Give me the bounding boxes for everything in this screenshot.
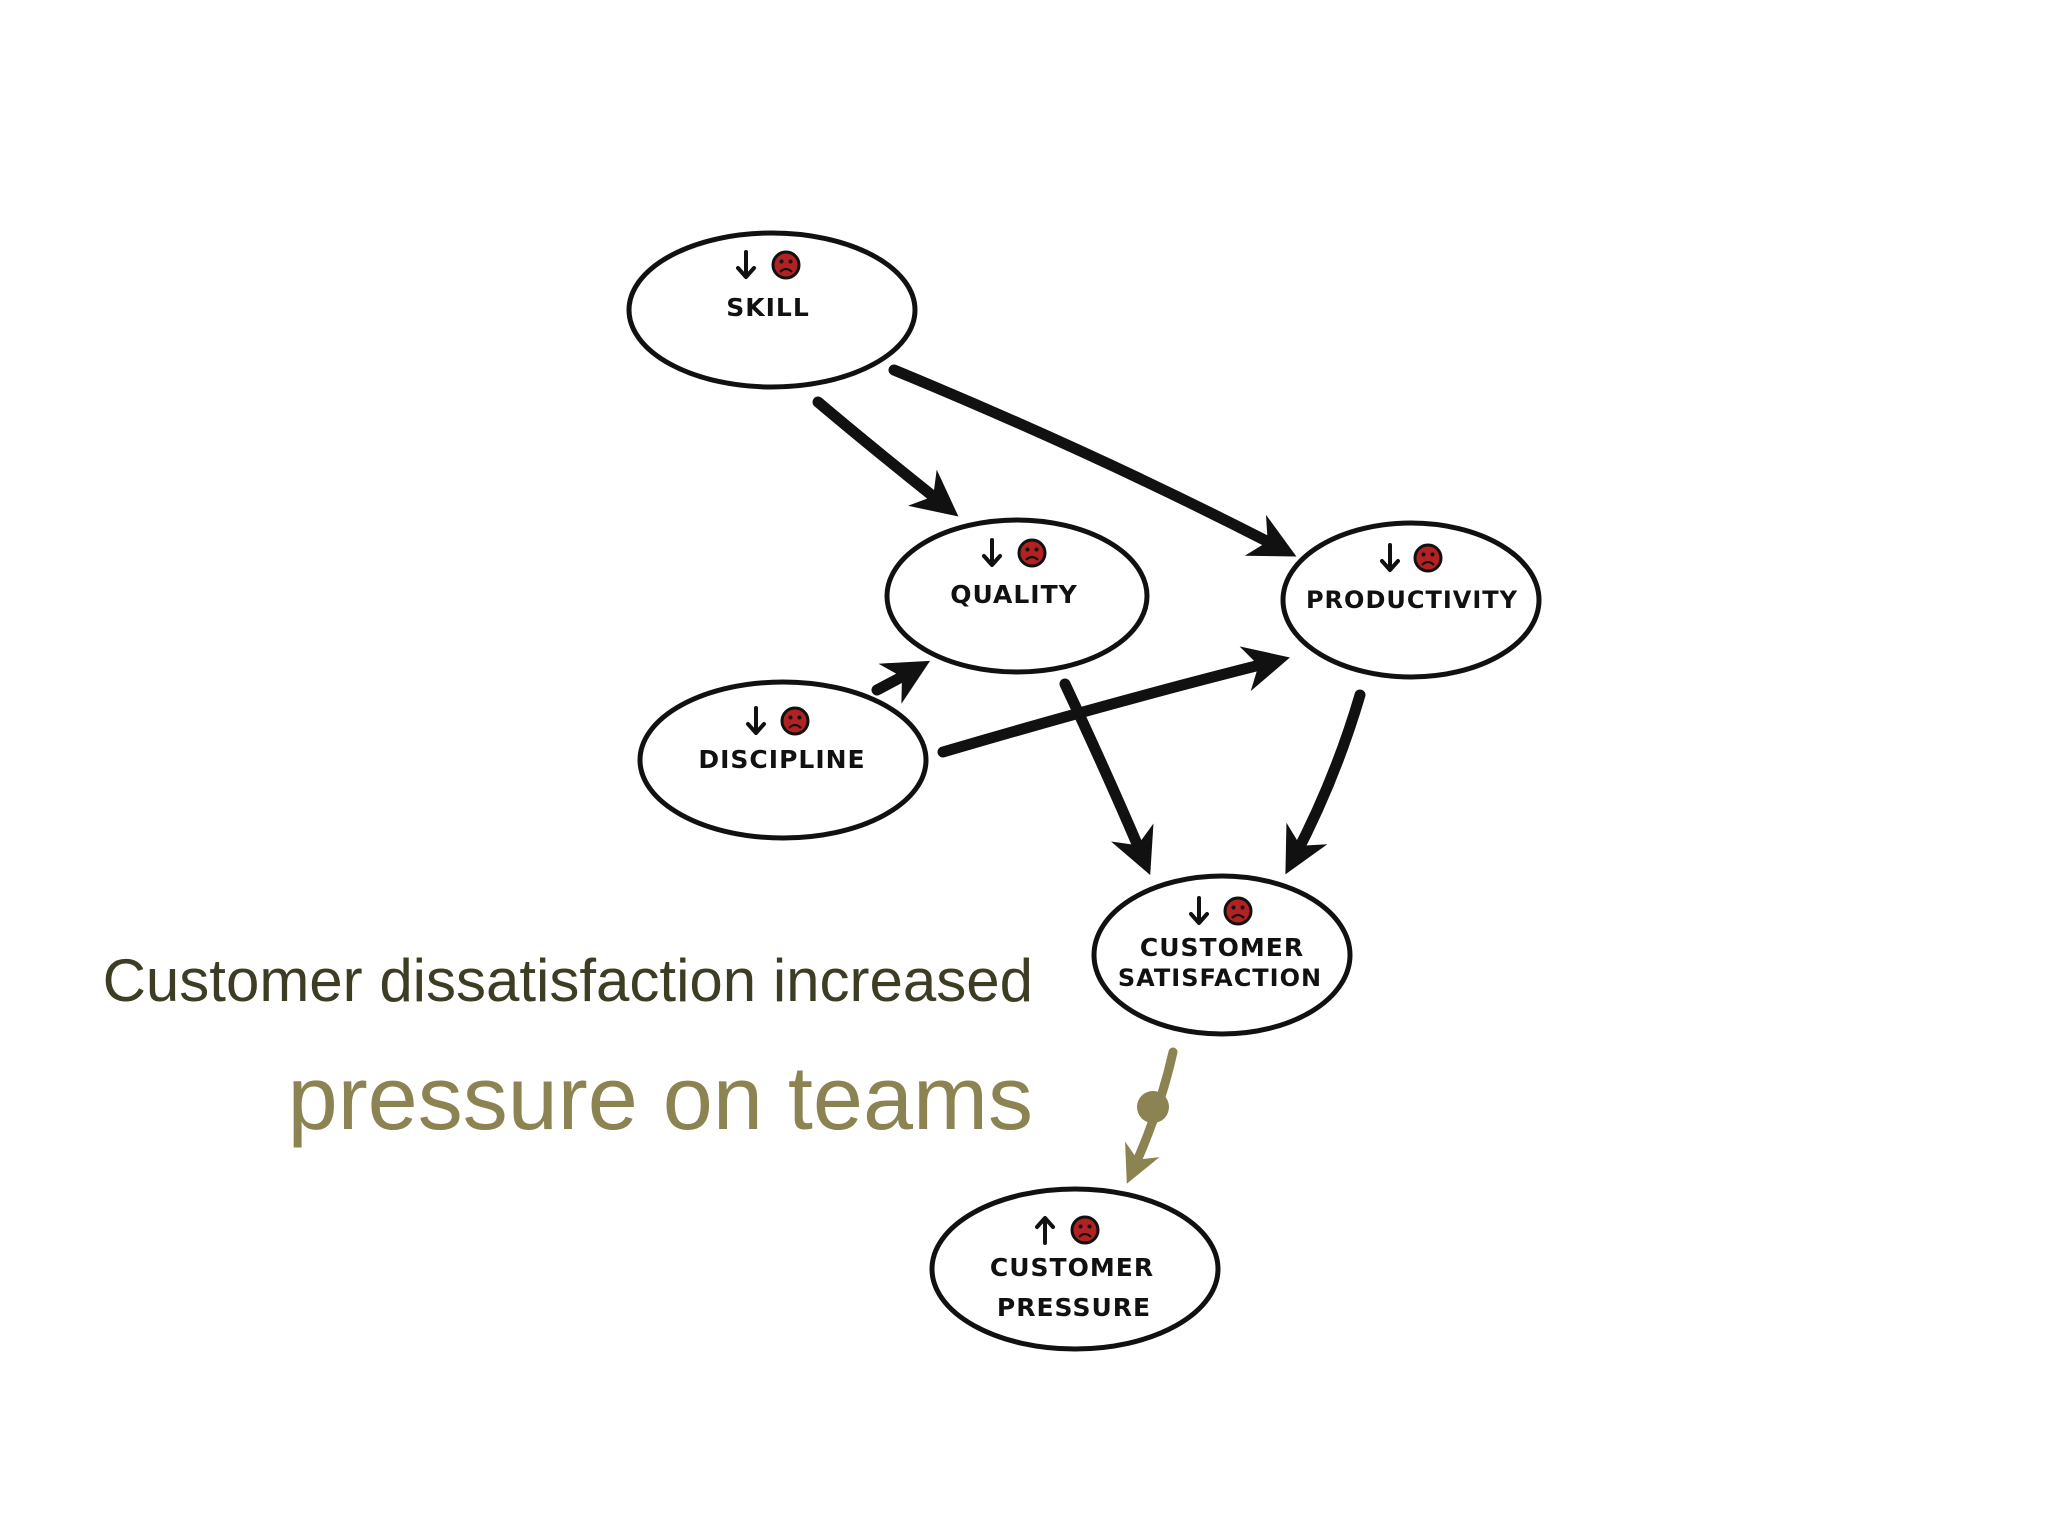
node-productivity: PRODUCTIVITY [1280, 520, 1542, 680]
edge-quality-to-customer-satisfaction [1059, 678, 1154, 876]
node-quality-shape [884, 517, 1150, 675]
node-customer-pressure-label-line2: PRESSURE [997, 1293, 1151, 1322]
node-skill-label: SKILL [726, 293, 810, 322]
node-discipline-label: DISCIPLINE [698, 745, 865, 774]
sad-face-icon [1017, 538, 1047, 568]
node-customer-pressure-label-line1: CUSTOMER [990, 1253, 1154, 1282]
node-customer-satisfaction-label-line2: SATISFACTION [1118, 964, 1322, 992]
edge-productivity-to-customer-satisfaction [1285, 689, 1366, 875]
node-quality-label: QUALITY [950, 580, 1078, 609]
caption-pressure-on-teams: pressure on teams [287, 1049, 1033, 1149]
node-discipline: DISCIPLINE [637, 679, 929, 841]
node-productivity-shape [1280, 520, 1542, 680]
node-productivity-label: PRODUCTIVITY [1306, 586, 1518, 614]
caption-customer-dissatisfaction: Customer dissatisfaction increased [102, 947, 1033, 1014]
node-customer-satisfaction: CUSTOMER SATISFACTION [1091, 873, 1353, 1037]
edge-skill-to-productivity [888, 364, 1297, 557]
node-skill-shape [626, 230, 918, 390]
sad-face-icon [771, 250, 801, 280]
sad-face-icon [780, 706, 810, 736]
edge-skill-to-quality [812, 396, 959, 517]
node-customer-satisfaction-shape [1091, 873, 1353, 1037]
sad-face-icon [1223, 896, 1253, 926]
edge-discipline-to-quality [871, 660, 931, 704]
node-customer-satisfaction-label-line1: CUSTOMER [1140, 933, 1304, 962]
highlight-dot [1137, 1091, 1169, 1123]
node-customer-pressure-shape [929, 1186, 1221, 1352]
node-quality: QUALITY [884, 517, 1150, 675]
node-skill: SKILL [626, 230, 918, 390]
edge-discipline-to-productivity [937, 646, 1290, 758]
node-discipline-shape [637, 679, 929, 841]
sad-face-icon [1413, 543, 1443, 573]
sad-face-icon [1070, 1215, 1100, 1245]
node-customer-pressure: CUSTOMER PRESSURE [929, 1186, 1221, 1352]
